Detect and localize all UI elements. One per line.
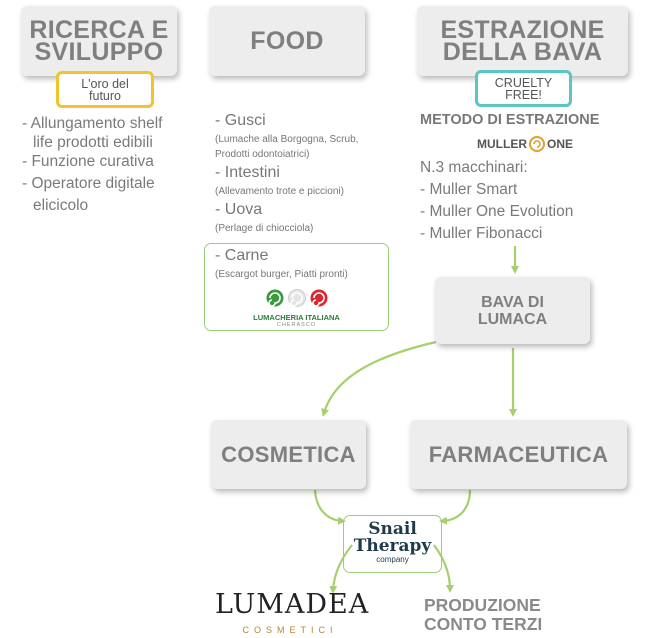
ricerca-item: life prodotti edibili <box>33 134 153 151</box>
food-item-sub: (Allevamento trote e piccioni) <box>215 186 344 197</box>
ricerca-box: RICERCA E SVILUPPO <box>21 6 177 76</box>
snail-therapy-logo: Snail Therapy company <box>343 515 442 573</box>
ricerca-item: - Allungamento shelf <box>22 115 163 132</box>
estrazione-item: - Muller One Evolution <box>420 203 574 220</box>
bava-box: BAVA DI LUMACA <box>435 277 590 344</box>
ricerca-item: elicicolo <box>33 197 89 214</box>
food-item: - Intestini <box>215 164 280 181</box>
arrow-farmaceutica-to-snail <box>439 489 472 525</box>
ricerca-list: - Allungamento shelf life prodotti edibi… <box>22 113 162 217</box>
ricerca-tag: L'oro del futuro <box>56 71 154 108</box>
muller-one-logo: MULLER ONE <box>477 135 573 153</box>
farmaceutica-box: FARMACEUTICA <box>410 420 627 489</box>
food-item: - Uova <box>215 201 263 218</box>
estrazione-box: ESTRAZIONE DELLA BAVA <box>417 6 628 76</box>
metodo-label: METODO DI ESTRAZIONE <box>420 112 600 128</box>
food-title: FOOD <box>250 27 324 55</box>
lumadea-logo: LUMADEA COSMETICI <box>215 589 370 636</box>
lumacheria-logo: LUMACHERIA ITALIANA CHERASCO <box>205 288 388 329</box>
carne-box: - Carne (Escargot burger, Piatti pronti)… <box>204 243 389 331</box>
food-item: - Carne <box>215 247 269 264</box>
estrazione-tag: CRUELTY FREE! <box>475 70 572 107</box>
ricerca-title: RICERCA E SVILUPPO <box>29 16 169 66</box>
arrow-bava-to-cosmetica <box>321 340 437 417</box>
estrazione-title: ESTRAZIONE DELLA BAVA <box>440 16 605 66</box>
arrow-cosmetica-to-snail <box>313 489 346 525</box>
muller-logo-left: MULLER <box>477 137 527 151</box>
snail-line2: Therapy <box>353 536 432 556</box>
food-item-sub: (Lumache alla Borgogna, Scrub, <box>215 134 359 145</box>
snail-line3: company <box>376 555 409 564</box>
produzione-label: PRODUZIONE CONTO TERZI <box>424 595 543 634</box>
ricerca-item: - Funzione curativa <box>22 153 154 170</box>
arrow-snail-to-lumadea <box>329 544 353 594</box>
bava-title: BAVA DI LUMACA <box>477 293 548 328</box>
cosmetica-box: COSMETICA <box>211 420 366 489</box>
lumadea-name: LUMADEA <box>215 589 370 620</box>
food-box: FOOD <box>209 6 365 76</box>
muller-spiral-icon <box>529 136 545 152</box>
food-item-sub: Prodotti odontoiatrici) <box>215 149 310 160</box>
ricerca-item: - Operatore digitale <box>22 175 155 192</box>
lumacheria-name: LUMACHERIA ITALIANA <box>253 313 340 322</box>
food-item: - Gusci <box>215 112 266 129</box>
spiral-icons <box>266 289 327 307</box>
food-list: - Gusci (Lumache alla Borgogna, Scrub, P… <box>215 112 358 236</box>
arrow-snail-to-produzione <box>433 544 454 593</box>
lumacheria-sub: CHERASCO <box>276 322 317 328</box>
snail-line1: Snail <box>368 519 417 539</box>
food-item-sub: (Perlage di chiocciola) <box>215 223 314 234</box>
food-item-sub: (Escargot burger, Piatti pronti) <box>215 269 348 280</box>
estrazione-item: - Muller Smart <box>420 181 518 198</box>
muller-logo-right: ONE <box>547 137 574 151</box>
farmaceutica-title: FARMACEUTICA <box>428 441 609 467</box>
cosmetica-title: COSMETICA <box>221 441 356 467</box>
estrazione-intro: N.3 macchinari: <box>420 159 528 176</box>
estrazione-list: N.3 macchinari: - Muller Smart - Muller … <box>420 157 573 245</box>
estrazione-item: - Muller Fibonacci <box>420 225 543 242</box>
lumadea-sub: COSMETICI <box>242 625 338 635</box>
